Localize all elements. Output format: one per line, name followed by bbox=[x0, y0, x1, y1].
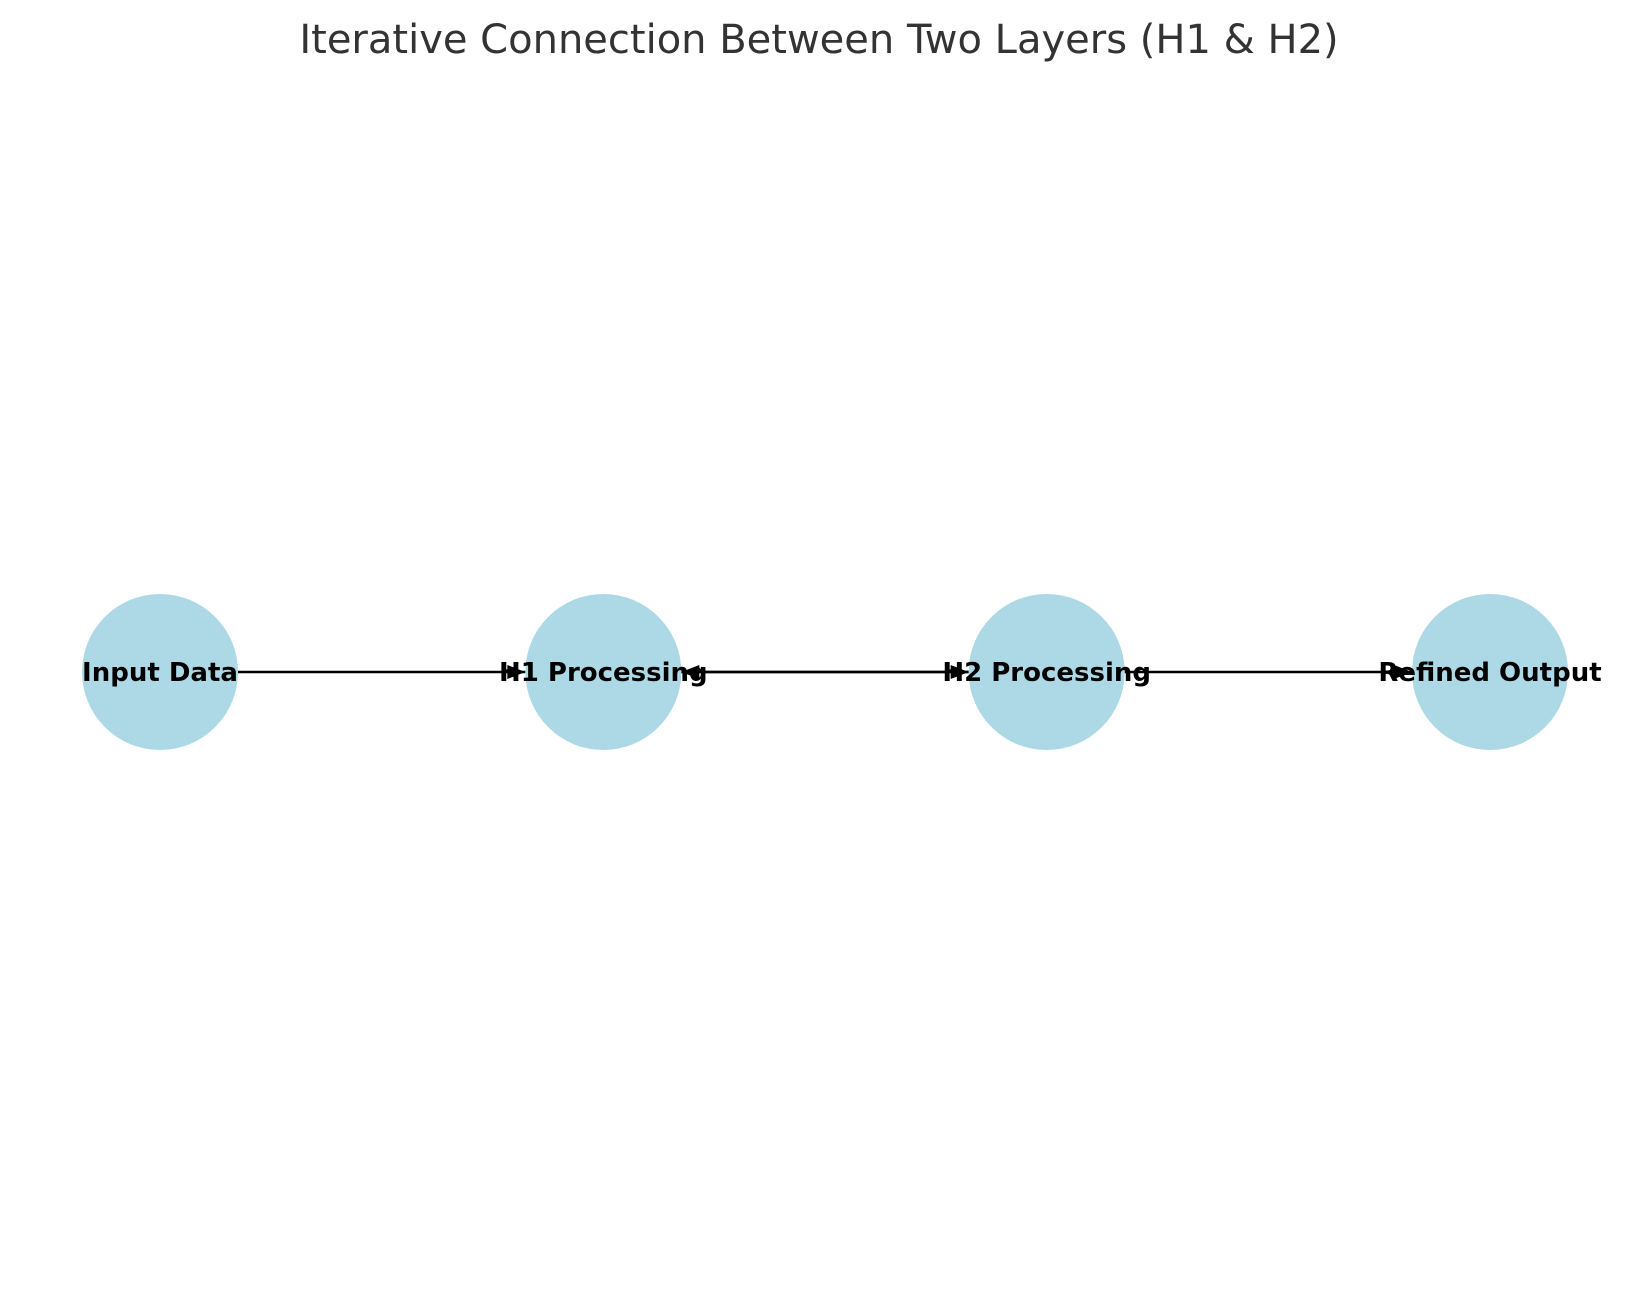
arrowhead-h2-to-output bbox=[1394, 665, 1412, 679]
labels-layer: Input Data H1 Processing H2 Processing Refi… bbox=[82, 658, 1602, 688]
node-input bbox=[82, 594, 238, 750]
node-label-output: Refined Output bbox=[1378, 658, 1601, 688]
node-label-h1: H1 Processing bbox=[499, 658, 708, 688]
node-h2 bbox=[968, 594, 1125, 750]
arrowhead-h2-to-h1 bbox=[681, 665, 700, 679]
nodes-layer bbox=[82, 594, 1568, 750]
node-label-input: Input Data bbox=[82, 658, 238, 688]
diagram-title: Iterative Connection Between Two Layers … bbox=[299, 17, 1338, 63]
node-label-h2: H2 Processing bbox=[942, 658, 1151, 688]
edges-layer bbox=[238, 665, 1412, 679]
node-output bbox=[1412, 594, 1568, 750]
node-h1 bbox=[525, 594, 682, 750]
arrowhead-input-to-h1 bbox=[507, 665, 526, 679]
